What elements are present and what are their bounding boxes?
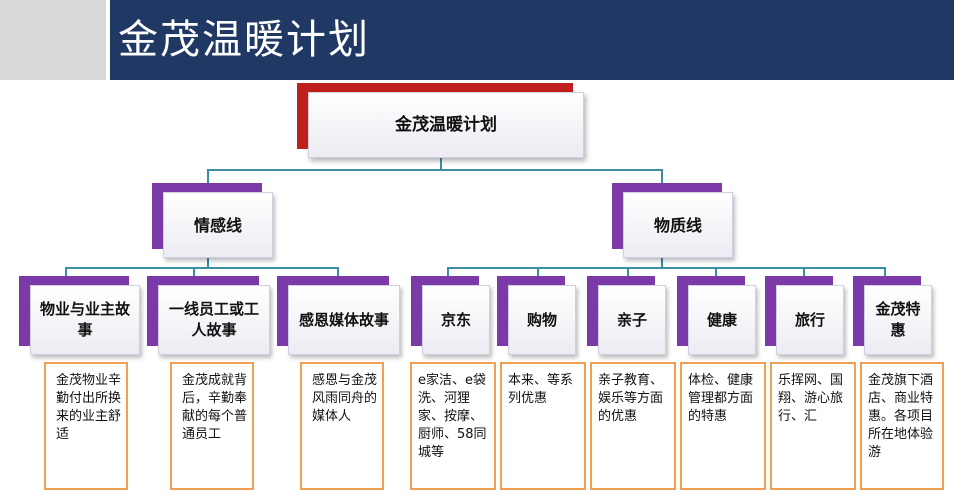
branch-material: 物质线 <box>623 192 733 258</box>
description-box: e家洁、e袋洗、河狸家、按摩、厨师、58同城等 <box>410 362 496 490</box>
description-box: 乐挥网、国翔、游心旅行、汇 <box>770 362 856 490</box>
description-box: 体检、健康管理都方面的特惠 <box>680 362 766 490</box>
header-side-panel <box>0 0 106 80</box>
root-label: 金茂温暖计划 <box>395 114 497 135</box>
leaf-label: 金茂特惠 <box>875 300 921 339</box>
leaf-node-parenting: 亲子 <box>598 285 666 355</box>
leaf-node-health: 健康 <box>688 285 756 355</box>
leaf-label: 健康 <box>706 310 737 329</box>
branch-label: 物质线 <box>653 215 702 235</box>
branch-label: 情感线 <box>193 215 242 235</box>
header-bar <box>110 0 954 80</box>
connector-emotional <box>65 258 339 285</box>
leaf-node-travel: 旅行 <box>776 285 844 355</box>
leaf-node-media: 感恩媒体故事 <box>288 285 400 355</box>
description-box: 本来、等系列优惠 <box>500 362 586 490</box>
leaf-label: 京东 <box>440 310 471 329</box>
leaf-label: 亲子 <box>616 310 647 329</box>
description-box: 亲子教育、娱乐等方面的优惠 <box>590 362 676 490</box>
description-box: 金茂成就背后，辛勤奉献的每个普通员工 <box>170 362 254 490</box>
leaf-label: 感恩媒体故事 <box>298 310 389 329</box>
page-title: 金茂温暖计划 <box>118 17 370 63</box>
root-node: 金茂温暖计划 <box>308 92 584 158</box>
leaf-node-property: 物业与业主故事 <box>30 285 140 355</box>
connector-root <box>207 158 663 192</box>
leaf-label: 物业与业主故事 <box>39 300 130 339</box>
description-box: 感恩与金茂风雨同舟的媒体人 <box>300 362 384 490</box>
branch-emotional: 情感线 <box>163 192 273 258</box>
description-box: 金茂旗下酒店、商业特惠。各项目所在地体验游 <box>860 362 944 490</box>
leaf-node-shopping: 购物 <box>508 285 576 355</box>
leaf-node-jd: 京东 <box>422 285 490 355</box>
leaf-node-jinmao-special: 金茂特惠 <box>864 285 932 355</box>
leaf-label: 一线员工或工人故事 <box>168 300 259 339</box>
connector-material <box>447 258 886 285</box>
leaf-label: 购物 <box>526 310 557 329</box>
description-box: 金茂物业辛勤付出所换来的业主舒适 <box>44 362 128 490</box>
leaf-label: 旅行 <box>794 310 825 329</box>
leaf-node-frontline: 一线员工或工人故事 <box>158 285 270 355</box>
